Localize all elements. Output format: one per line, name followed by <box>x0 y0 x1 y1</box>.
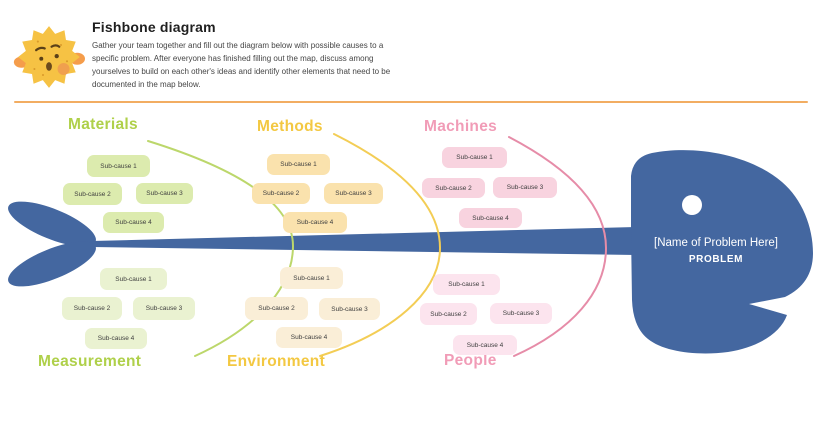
sub-cause-box-materials-3[interactable]: Sub-cause 3 <box>136 183 193 204</box>
sub-cause-box-environment-3[interactable]: Sub-cause 3 <box>319 298 380 320</box>
sub-cause-box-environment-2[interactable]: Sub-cause 2 <box>245 297 308 320</box>
sub-cause-box-measurement-3[interactable]: Sub-cause 3 <box>133 297 195 320</box>
category-title-machines[interactable]: Machines <box>424 118 498 135</box>
sub-cause-box-people-4[interactable]: Sub-cause 4 <box>453 335 517 355</box>
sub-cause-box-measurement-2[interactable]: Sub-cause 2 <box>62 297 122 320</box>
sub-cause-box-machines-4[interactable]: Sub-cause 4 <box>459 208 522 228</box>
category-title-materials[interactable]: Materials <box>68 116 138 133</box>
category-title-environment[interactable]: Environment <box>227 353 326 370</box>
sub-cause-box-machines-1[interactable]: Sub-cause 1 <box>442 147 507 168</box>
category-title-people[interactable]: People <box>444 352 497 369</box>
sub-cause-box-machines-3[interactable]: Sub-cause 3 <box>493 177 557 198</box>
sub-cause-box-environment-4[interactable]: Sub-cause 4 <box>276 327 342 348</box>
header: Fishbone diagram Gather your team togeth… <box>0 0 822 100</box>
category-title-measurement[interactable]: Measurement <box>38 353 142 370</box>
sub-cause-box-environment-1[interactable]: Sub-cause 1 <box>280 267 343 289</box>
pufferfish-icon <box>13 26 85 88</box>
fish-tail-lower <box>8 241 96 287</box>
sub-cause-box-methods-1[interactable]: Sub-cause 1 <box>267 154 330 175</box>
problem-name-placeholder[interactable]: [Name of Problem Here] <box>654 237 778 249</box>
fish-tail-upper <box>8 201 96 247</box>
sub-cause-box-measurement-1[interactable]: Sub-cause 1 <box>100 268 167 290</box>
fish-shape-layer <box>8 133 813 357</box>
sub-cause-box-people-2[interactable]: Sub-cause 2 <box>420 303 477 325</box>
sub-cause-box-methods-3[interactable]: Sub-cause 3 <box>324 183 383 204</box>
sub-cause-box-methods-4[interactable]: Sub-cause 4 <box>283 212 347 233</box>
sub-cause-box-materials-2[interactable]: Sub-cause 2 <box>63 183 122 205</box>
page-description: Gather your team together and fill out t… <box>92 41 391 89</box>
problem-label: PROBLEM <box>688 254 744 265</box>
fishbone-diagram: Materials Methods Machines Measurement E… <box>0 104 822 423</box>
page-title: Fishbone diagram <box>92 19 216 35</box>
sub-cause-box-measurement-4[interactable]: Sub-cause 4 <box>85 328 147 349</box>
rib-machines-people <box>508 136 608 357</box>
sub-cause-box-methods-2[interactable]: Sub-cause 2 <box>252 183 310 204</box>
sub-cause-box-materials-1[interactable]: Sub-cause 1 <box>87 155 150 177</box>
sub-cause-box-people-1[interactable]: Sub-cause 1 <box>433 274 500 295</box>
fish-head <box>631 150 813 354</box>
rib-materials-measurement <box>147 140 295 357</box>
fish-spine <box>92 227 636 255</box>
problem-head: [Name of Problem Here] PROBLEM <box>636 236 796 265</box>
category-title-methods[interactable]: Methods <box>257 118 323 135</box>
fish-eye <box>682 195 702 215</box>
divider-line <box>14 101 808 103</box>
sub-cause-box-materials-4[interactable]: Sub-cause 4 <box>103 212 164 233</box>
sub-cause-box-people-3[interactable]: Sub-cause 3 <box>490 303 552 324</box>
sub-cause-box-machines-2[interactable]: Sub-cause 2 <box>422 178 485 198</box>
rib-methods-environment <box>319 133 442 357</box>
